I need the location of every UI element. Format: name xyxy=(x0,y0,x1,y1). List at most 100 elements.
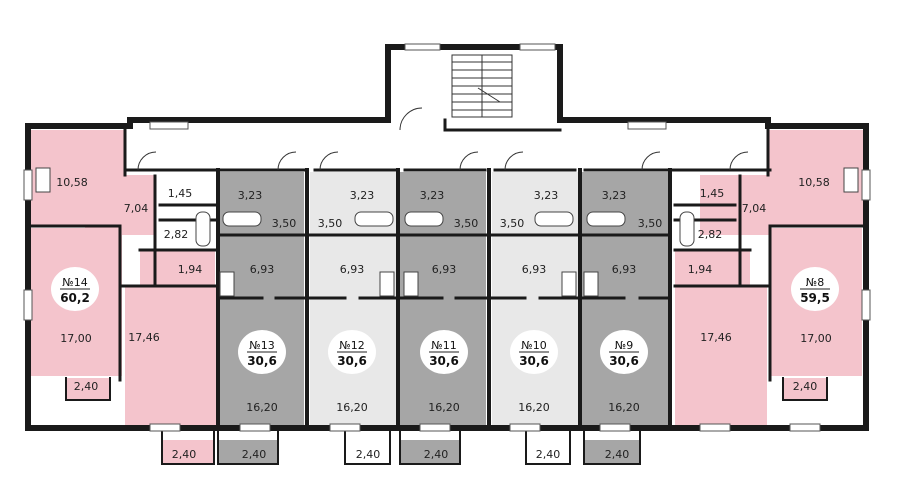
room-area-label: 2,40 xyxy=(536,448,561,461)
stair-core-wall xyxy=(385,44,563,123)
apartment-area: 60,2 xyxy=(60,291,90,305)
staircase xyxy=(451,54,513,118)
room-area-label: 2,40 xyxy=(605,448,630,461)
stove-icon xyxy=(561,271,577,297)
stove-icon xyxy=(35,167,51,193)
apartment-number: №12 xyxy=(339,339,364,352)
apartment-area: 30,6 xyxy=(519,354,549,368)
apt-13-balcony xyxy=(218,440,278,464)
apt-11-balcony xyxy=(400,440,460,464)
apartment-number: №13 xyxy=(249,339,274,352)
room-area-label: 1,94 xyxy=(178,263,203,276)
apartment-badge-apt-14: №14 60,2 xyxy=(51,267,99,311)
apt-14-balcony-1 xyxy=(66,378,110,400)
stove-icon xyxy=(219,271,235,297)
room-area-label: 3,23 xyxy=(534,189,559,202)
balcony-outlines xyxy=(65,377,828,465)
apartment-number: №10 xyxy=(521,339,546,352)
apt-8-balcony xyxy=(783,378,827,400)
apartment-badge-apt-13: №13 30,6 xyxy=(238,330,286,374)
bathtub-icon xyxy=(534,211,574,227)
room-area-label: 1,94 xyxy=(688,263,713,276)
apt-8-living xyxy=(675,286,767,426)
apt-9-balcony xyxy=(584,440,640,464)
apartment-badges: №14 60,2 №13 30,6 №12 30,6 №11 30,6 №10 30,6 №9 30,… xyxy=(51,267,839,374)
room-area-label: 16,20 xyxy=(428,401,460,414)
room-area-label: 2,40 xyxy=(242,448,267,461)
apt-8-corridor xyxy=(675,250,750,286)
room-area-label: 3,50 xyxy=(638,217,663,230)
bathtub-icon xyxy=(222,211,262,227)
room-area-label: 2,40 xyxy=(356,448,381,461)
room-area-label: 16,20 xyxy=(336,401,368,414)
apt-14-internal-walls xyxy=(28,124,220,382)
apartment-badge-apt-9: №9 30,6 xyxy=(600,330,648,374)
bathtub-icon xyxy=(354,211,394,227)
room-area-label: 17,00 xyxy=(800,332,832,345)
room-labels: 10,58 7,04 1,45 2,82 1,94 17,00 17,46 2,40 2,40 3… xyxy=(56,176,832,461)
room-area-label: 2,40 xyxy=(424,448,449,461)
apt-14-balcony-2 xyxy=(162,440,214,464)
room-area-label: 6,93 xyxy=(522,263,547,276)
room-area-label: 2,40 xyxy=(74,380,99,393)
room-area-label: 10,58 xyxy=(56,176,88,189)
apartment-area: 30,6 xyxy=(337,354,367,368)
room-area-label: 17,00 xyxy=(60,332,92,345)
apartment-badge-apt-8: №8 59,5 xyxy=(791,267,839,311)
room-area-label: 16,20 xyxy=(518,401,550,414)
apartment-area: 30,6 xyxy=(609,354,639,368)
room-area-label: 10,58 xyxy=(798,176,830,189)
fixtures xyxy=(35,167,859,297)
room-area-label: 7,04 xyxy=(124,202,149,215)
apt-14-living xyxy=(125,286,217,426)
room-area-label: 3,23 xyxy=(350,189,375,202)
room-area-label: 3,23 xyxy=(238,189,263,202)
stove-icon xyxy=(583,271,599,297)
room-area-label: 6,93 xyxy=(250,263,275,276)
room-area-label: 7,04 xyxy=(742,202,767,215)
apt-8-internal-walls xyxy=(673,124,866,382)
apartment-area: 30,6 xyxy=(429,354,459,368)
apartment-number: №14 xyxy=(62,276,87,289)
bathtub-icon xyxy=(404,211,444,227)
apartment-number: №9 xyxy=(615,339,633,352)
apartment-badge-apt-10: №10 30,6 xyxy=(510,330,558,374)
room-area-label: 2,40 xyxy=(793,380,818,393)
room-area-label: 6,93 xyxy=(432,263,457,276)
apartment-area: 30,6 xyxy=(247,354,277,368)
bathtub-icon xyxy=(586,211,626,227)
room-area-label: 2,82 xyxy=(698,228,723,241)
room-area-label: 17,46 xyxy=(700,331,732,344)
stair-landing-wall xyxy=(443,118,562,132)
room-area-label: 16,20 xyxy=(246,401,278,414)
room-area-label: 16,20 xyxy=(608,401,640,414)
room-area-label: 1,45 xyxy=(168,187,193,200)
room-area-label: 3,23 xyxy=(602,189,627,202)
apartment-badge-apt-11: №11 30,6 xyxy=(420,330,468,374)
room-area-label: 17,46 xyxy=(128,331,160,344)
stove-icon xyxy=(403,271,419,297)
bathtub-icon xyxy=(195,211,211,247)
apartment-badge-apt-12: №12 30,6 xyxy=(328,330,376,374)
door-swings xyxy=(137,107,749,171)
room-area-label: 3,23 xyxy=(420,189,445,202)
room-area-label: 2,40 xyxy=(172,448,197,461)
room-area-label: 3,50 xyxy=(500,217,525,230)
bathtub-icon xyxy=(679,211,695,247)
room-area-label: 6,93 xyxy=(612,263,637,276)
outer-wall-top-left xyxy=(25,117,391,431)
stove-icon xyxy=(379,271,395,297)
apartment-number: №8 xyxy=(806,276,824,289)
room-area-label: 1,45 xyxy=(700,187,725,200)
room-area-label: 6,93 xyxy=(340,263,365,276)
room-area-label: 2,82 xyxy=(164,228,189,241)
apartment-area: 59,5 xyxy=(800,291,830,305)
stove-icon xyxy=(843,167,859,193)
room-area-label: 3,50 xyxy=(272,217,297,230)
studio-internal-walls xyxy=(216,233,670,300)
windows xyxy=(23,43,871,432)
apartment-number: №11 xyxy=(431,339,456,352)
apt-14-corridor xyxy=(140,250,215,286)
room-area-label: 3,50 xyxy=(318,217,343,230)
